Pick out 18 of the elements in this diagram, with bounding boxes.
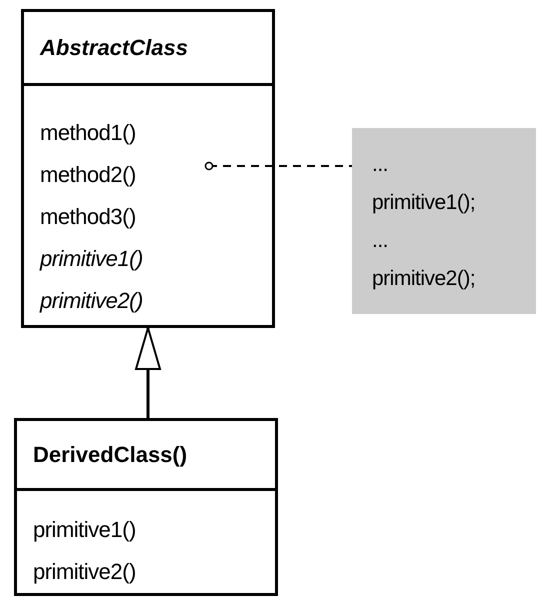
method-text: primitive2() (40, 287, 144, 315)
note-text: ... (372, 228, 390, 254)
note-text: ... (372, 152, 390, 178)
method-text: primitive1() (40, 245, 144, 273)
note-box (352, 128, 536, 314)
note-connector (204, 162, 352, 170)
class-box (14, 418, 278, 596)
method-text: method1() (40, 119, 137, 147)
note-text: primitive2(); (372, 266, 476, 292)
method-text: method3() (40, 203, 137, 231)
class-box (21, 9, 275, 328)
note-text: primitive1(); (372, 190, 476, 216)
method-text: primitive2() (33, 558, 137, 586)
class-name: DerivedClass() (33, 441, 188, 469)
method-text: primitive1() (33, 516, 137, 544)
class-name: AbstractClass (40, 34, 188, 62)
inheritance-arrow (135, 327, 161, 418)
method-text: method2() (40, 161, 137, 189)
